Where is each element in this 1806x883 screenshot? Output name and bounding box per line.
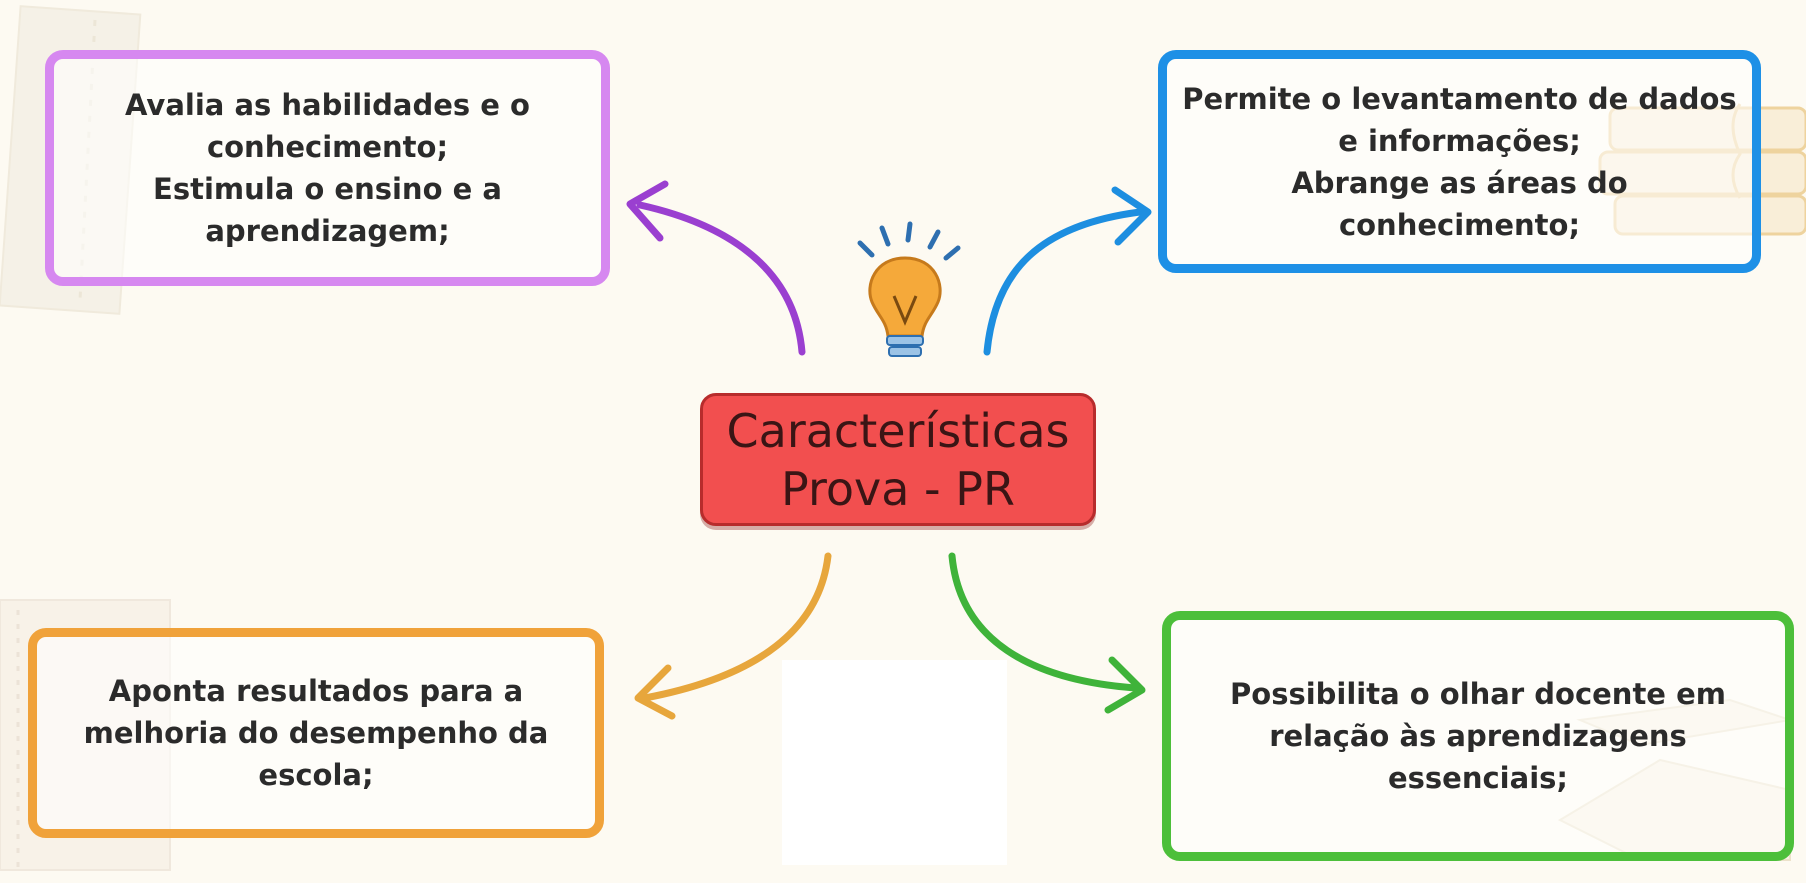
node-text-line: Avalia as habilidades e o [125,88,530,122]
node-text-line: relação às aprendizagens [1269,719,1687,753]
node-text-line: conhecimento; [206,130,449,164]
node-bottom-left: Aponta resultados para a melhoria do des… [28,628,604,838]
node-text-line: essenciais; [1387,761,1568,795]
node-text-line: Estimula o ensino e a [153,172,502,206]
arrow-top-right [983,186,1152,356]
node-text-line: e informações; [1338,123,1581,158]
arrow-bottom-left [634,552,832,720]
node-text-line: Possibilita o olhar docente em [1230,677,1726,711]
node-text-line: aprendizagem; [205,214,450,248]
central-topic-line2: Prova - PR [781,461,1015,516]
node-text-line: melhoria do desempenho da [83,716,549,750]
node-top-right: Permite o levantamento de dados e inform… [1158,50,1761,273]
node-text-line: escola; [258,758,374,792]
arrow-top-left [626,180,806,356]
blank-panel [782,660,1007,865]
node-text-line: conhecimento; [1338,207,1581,242]
central-topic-line1: Características [726,403,1070,458]
node-text-line: Permite o levantamento de dados [1182,81,1737,116]
node-top-left: Avalia as habilidades e o conhecimento; … [45,50,610,286]
node-bottom-right: Possibilita o olhar docente em relação à… [1162,611,1794,861]
node-text-line: Aponta resultados para a [108,674,524,708]
arrow-bottom-right [948,552,1146,714]
central-topic: Características Prova - PR [700,393,1096,526]
node-text-line: Abrange as áreas do [1291,165,1628,200]
